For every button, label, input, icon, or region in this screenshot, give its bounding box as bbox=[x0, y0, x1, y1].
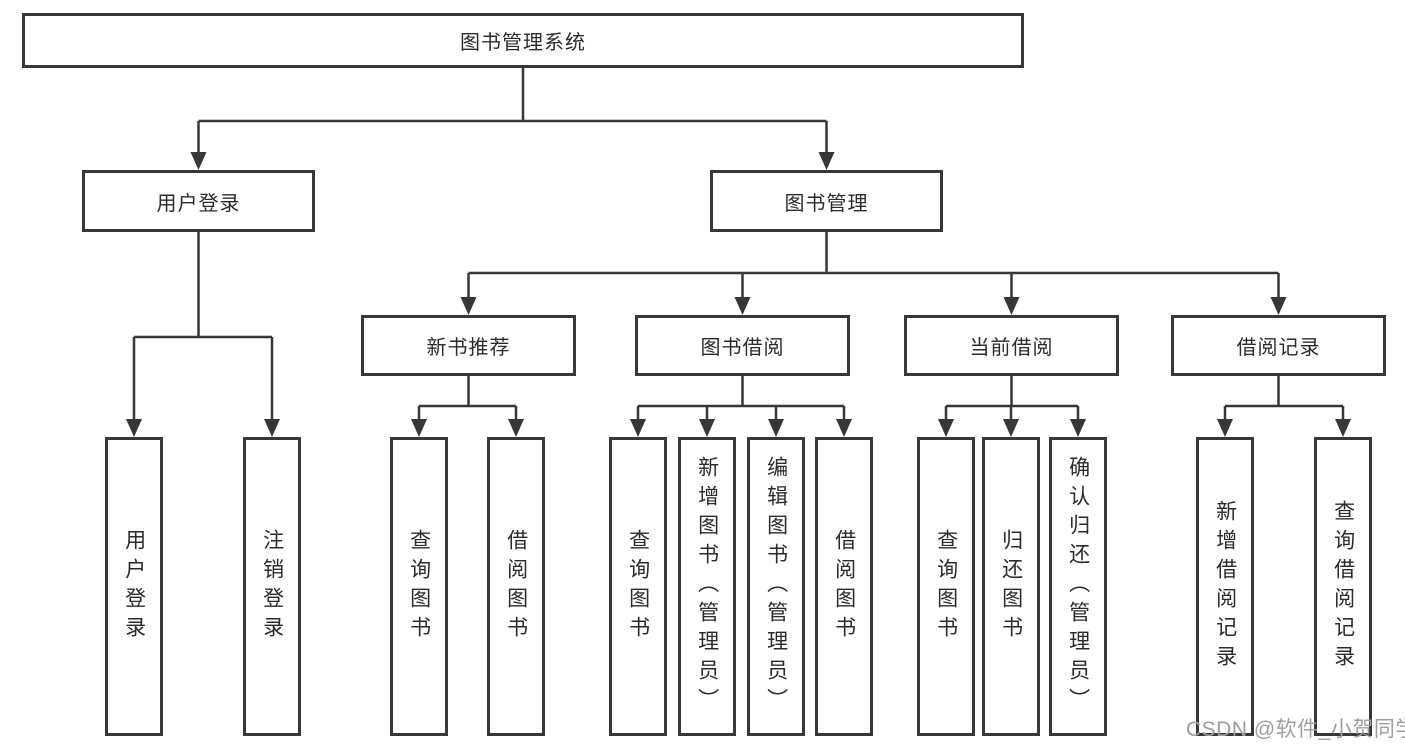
arrowhead-icon bbox=[411, 419, 427, 437]
node-leaf-current-return-books: 归还图书 bbox=[982, 437, 1040, 736]
node-leaf-borrow-add-books-admin: 新增图书（管理员） bbox=[678, 437, 736, 736]
arrowhead-icon bbox=[126, 419, 142, 437]
node-label: 借阅图书 bbox=[504, 528, 528, 645]
node-leaf-current-confirm-return-admin: 确认归还（管理员） bbox=[1049, 437, 1107, 736]
arrowhead-icon bbox=[190, 152, 207, 170]
arrowhead-icon bbox=[699, 419, 715, 437]
arrowhead-icon bbox=[818, 152, 835, 170]
arrowhead-icon bbox=[630, 419, 646, 437]
node-label: 新书推荐 bbox=[426, 337, 511, 359]
node-label: 用户登录 bbox=[156, 192, 241, 215]
node-current-borrow: 当前借阅 bbox=[904, 315, 1119, 376]
csdn-watermark: CSDN @软件_小贺同学 bbox=[1186, 718, 1405, 741]
node-leaf-borrow-query-books: 查询图书 bbox=[609, 437, 667, 736]
arrowhead-icon bbox=[836, 419, 852, 437]
node-leaf-records-query-record: 查询借阅记录 bbox=[1314, 437, 1372, 736]
node-label: 借阅记录 bbox=[1236, 337, 1321, 359]
arrowhead-icon bbox=[1070, 419, 1086, 437]
connector-arrowheads bbox=[126, 152, 1351, 437]
node-label: 确认归还（管理员） bbox=[1066, 456, 1090, 717]
connector-borrow-records-to-leaves bbox=[1223, 376, 1345, 423]
connector-book-borrow-to-leaves bbox=[636, 376, 846, 423]
node-label: 查询图书 bbox=[934, 528, 958, 645]
node-leaf-recommend-borrow-books: 借阅图书 bbox=[487, 437, 545, 736]
connector-user-login-to-leaves bbox=[132, 232, 274, 423]
arrowhead-icon bbox=[1217, 419, 1233, 437]
connector-current-borrow-to-leaves bbox=[944, 376, 1080, 423]
node-borrow-records: 借阅记录 bbox=[1171, 315, 1386, 376]
connector-root-to-level2 bbox=[197, 68, 828, 156]
node-label: 新增借阅记录 bbox=[1213, 499, 1237, 674]
arrowhead-icon bbox=[264, 419, 280, 437]
node-label: 图书管理 bbox=[784, 192, 869, 215]
node-new-book-recommend: 新书推荐 bbox=[361, 315, 576, 376]
node-label: 归还图书 bbox=[999, 528, 1023, 645]
connector-new-book-recommend-to-leaves bbox=[417, 376, 518, 423]
node-label: 图书借阅 bbox=[700, 337, 785, 359]
node-label: 编辑图书（管理员） bbox=[764, 456, 788, 717]
node-label: 借阅图书 bbox=[832, 528, 856, 645]
connector-paths bbox=[132, 68, 1345, 423]
node-label: 当前借阅 bbox=[969, 337, 1054, 359]
arrowhead-icon bbox=[460, 297, 477, 315]
node-label: 查询借阅记录 bbox=[1331, 499, 1355, 674]
node-leaf-logout-action: 注销登录 bbox=[243, 437, 301, 736]
arrowhead-icon bbox=[508, 419, 524, 437]
arrowhead-icon bbox=[1270, 297, 1287, 315]
node-leaf-records-add-record: 新增借阅记录 bbox=[1196, 437, 1254, 736]
arrowhead-icon bbox=[1003, 297, 1020, 315]
arrowhead-icon bbox=[938, 419, 954, 437]
node-label: 用户登录 bbox=[122, 528, 146, 645]
node-root-system: 图书管理系统 bbox=[22, 13, 1024, 68]
node-user-login: 用户登录 bbox=[82, 170, 315, 232]
node-label: 查询图书 bbox=[626, 528, 650, 645]
node-label: 查询图书 bbox=[407, 528, 431, 645]
node-book-borrow: 图书借阅 bbox=[635, 315, 850, 376]
arrowhead-icon bbox=[768, 419, 784, 437]
node-label: 图书管理系统 bbox=[460, 32, 586, 54]
node-label: 注销登录 bbox=[260, 528, 284, 645]
node-leaf-current-query-books: 查询图书 bbox=[917, 437, 975, 736]
node-leaf-borrow-borrow-books: 借阅图书 bbox=[815, 437, 873, 736]
node-leaf-user-login-action: 用户登录 bbox=[105, 437, 163, 736]
node-book-management: 图书管理 bbox=[710, 170, 943, 232]
node-leaf-borrow-edit-books-admin: 编辑图书（管理员） bbox=[747, 437, 805, 736]
arrowhead-icon bbox=[734, 297, 751, 315]
connector-book-management-to-level3 bbox=[467, 232, 1280, 301]
arrowhead-icon bbox=[1003, 419, 1019, 437]
arrowhead-icon bbox=[1335, 419, 1351, 437]
node-leaf-recommend-query-books: 查询图书 bbox=[390, 437, 448, 736]
node-label: 新增图书（管理员） bbox=[695, 456, 719, 717]
